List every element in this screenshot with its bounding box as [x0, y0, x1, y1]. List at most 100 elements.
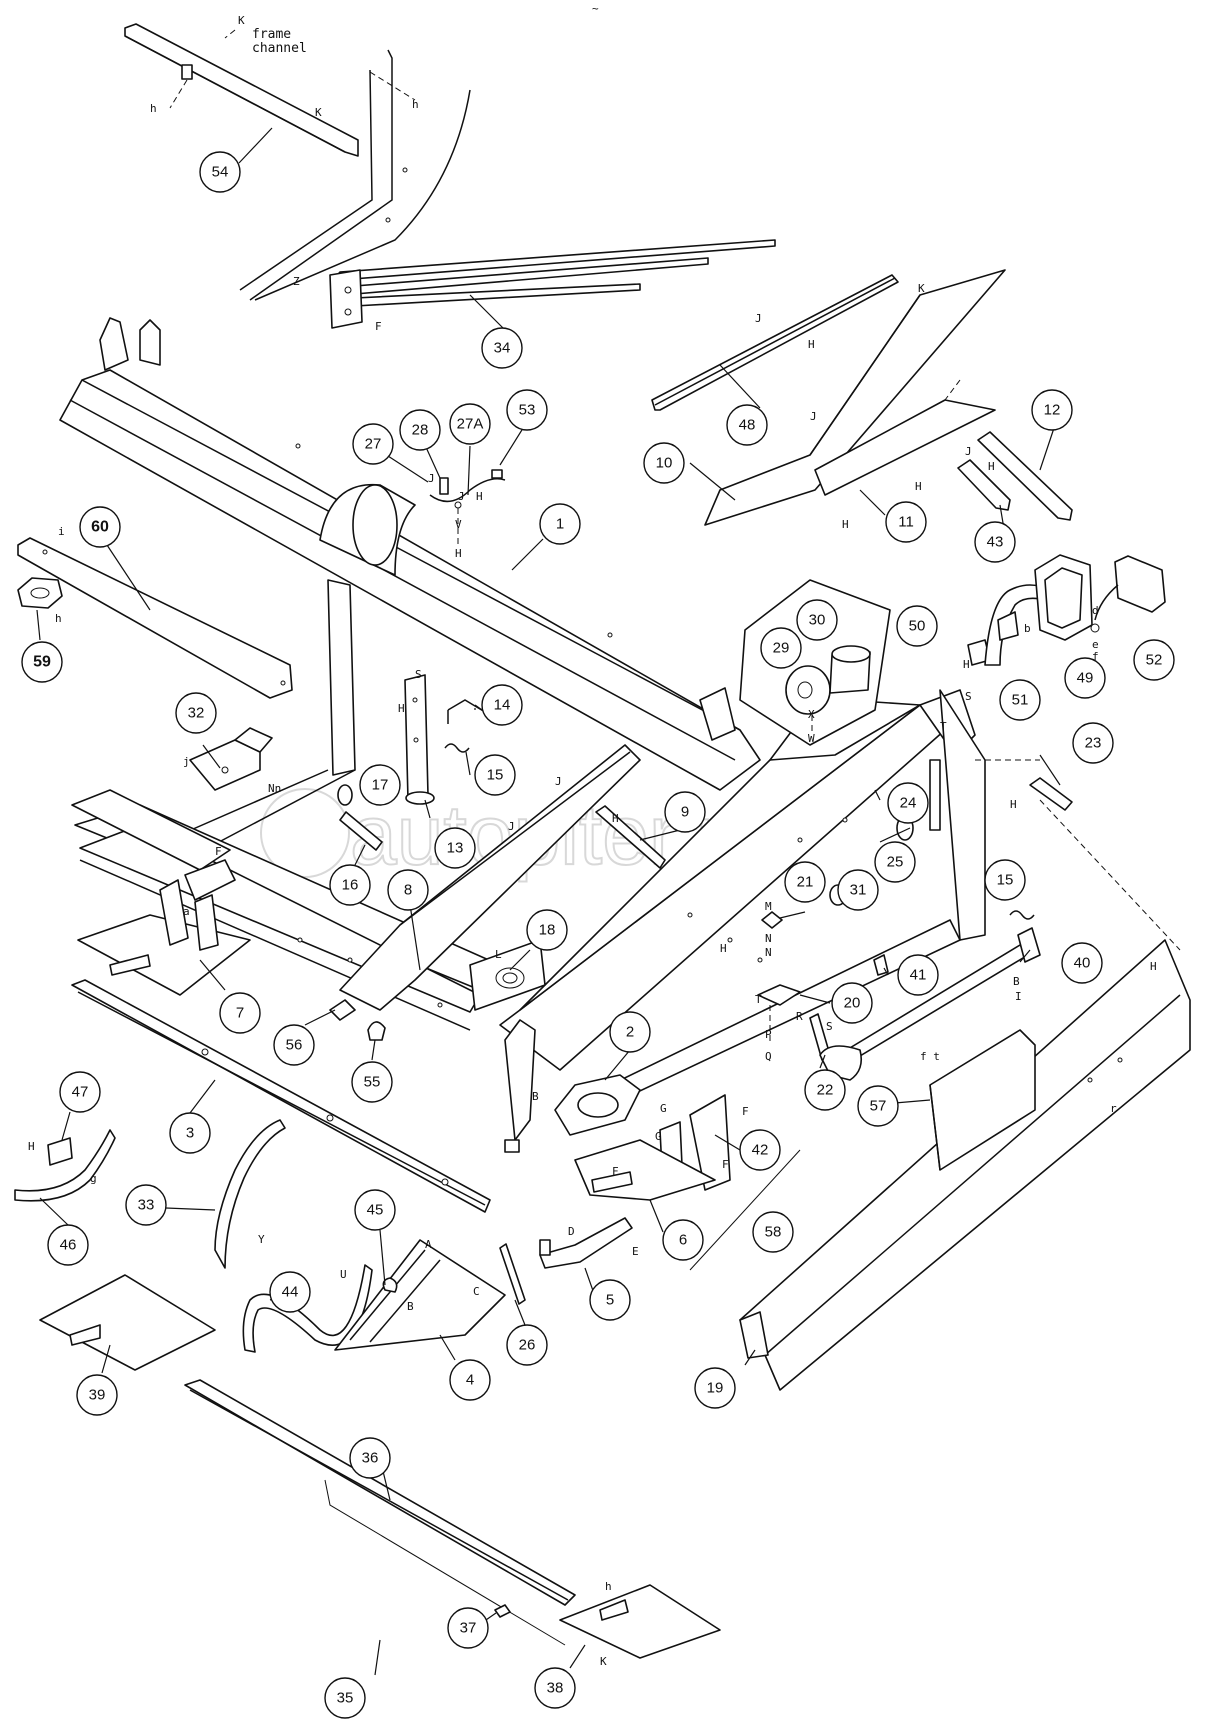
- part-48-channel: [651, 274, 899, 411]
- mark-b-40: B: [1013, 975, 1020, 988]
- svg-text:37: 37: [460, 1620, 477, 1637]
- callout-2: 2: [609, 1011, 651, 1053]
- mark-a-4: A: [425, 1238, 432, 1251]
- svg-text:2: 2: [626, 1024, 634, 1041]
- mark-k: K: [315, 106, 322, 119]
- svg-text:55: 55: [364, 1074, 381, 1091]
- svg-text:12: 12: [1044, 402, 1061, 419]
- svg-text:15: 15: [997, 872, 1014, 889]
- part-2-gearbox: [504, 1019, 641, 1153]
- callout-4: 4: [449, 1359, 491, 1401]
- mark-h-48: H: [808, 338, 815, 351]
- svg-text:31: 31: [850, 882, 867, 899]
- part-10-plate: [704, 269, 1006, 526]
- mark-n2: N: [765, 946, 772, 959]
- callout-1: 1: [539, 503, 581, 545]
- svg-text:1: 1: [556, 516, 564, 533]
- mark-c-4: C: [473, 1285, 480, 1298]
- svg-text:35: 35: [337, 1690, 354, 1707]
- callout-50: 50: [896, 605, 938, 647]
- callout-38: 38: [534, 1667, 576, 1709]
- part-20-bracket: [757, 984, 801, 1045]
- svg-text:14: 14: [494, 697, 511, 714]
- svg-text:40: 40: [1074, 955, 1091, 972]
- mark-q: Q: [765, 1050, 772, 1063]
- mark-p: P: [765, 1028, 772, 1041]
- svg-text:9: 9: [681, 804, 689, 821]
- callout-59: 59: [21, 641, 63, 683]
- callout-21: 21: [784, 861, 826, 903]
- part-15b-clip: [1009, 910, 1035, 920]
- callout-26: 26: [506, 1324, 548, 1366]
- callout-55: 55: [351, 1061, 393, 1103]
- callout-18: 18: [526, 909, 568, 951]
- part-11-plate: [814, 379, 996, 496]
- mark-j-8b: J: [508, 820, 515, 833]
- callout-15: 15: [474, 754, 516, 796]
- part-21-bolt: [761, 911, 783, 929]
- part-9-brace: [595, 805, 666, 869]
- mark-l: L: [495, 948, 502, 961]
- mark-g: g: [90, 1172, 97, 1185]
- mark-b-2: B: [532, 1090, 539, 1103]
- svg-text:46: 46: [60, 1237, 77, 1254]
- mark-m: M: [765, 900, 772, 913]
- frame-channel-54: [124, 23, 359, 157]
- svg-text:50: 50: [909, 618, 926, 635]
- callout-6: 6: [662, 1219, 704, 1261]
- svg-text:20: 20: [844, 995, 861, 1012]
- callout-57: 57: [857, 1085, 899, 1127]
- mark-h-19: H: [1150, 960, 1157, 973]
- mark-h-13: H: [398, 702, 405, 715]
- callout-27: 27: [352, 423, 394, 465]
- callout-24: 24: [887, 782, 929, 824]
- part-12-bracket: [957, 431, 1073, 521]
- callout-39: 39: [76, 1374, 118, 1416]
- callout-11: 11: [885, 501, 927, 543]
- svg-text:45: 45: [367, 1202, 384, 1219]
- mark-u: U: [340, 1268, 347, 1281]
- part-3-rail: [71, 979, 491, 1213]
- callout-16: 16: [329, 864, 371, 906]
- callout-60: 60: [79, 506, 121, 548]
- mark-t-20: T: [755, 993, 762, 1006]
- mark-h-38: h: [605, 1580, 612, 1593]
- part-19-shield: [739, 939, 1191, 1391]
- part-44-hose: [242, 1264, 373, 1353]
- part-23-pin: [1029, 777, 1073, 811]
- mark-j-32: j: [183, 755, 190, 768]
- callout-40: 40: [1061, 942, 1103, 984]
- svg-text:18: 18: [539, 922, 556, 939]
- part-57-panel: [929, 1029, 1036, 1171]
- mark-f-42: F: [742, 1105, 749, 1118]
- mark-h-12: H: [988, 460, 995, 473]
- wire-harness: [429, 469, 506, 545]
- callout-42: 42: [739, 1129, 781, 1171]
- callout-44: 44: [269, 1271, 311, 1313]
- callout-19: 19: [694, 1367, 736, 1409]
- svg-text:6: 6: [679, 1232, 687, 1249]
- mark-k-top: K: [238, 14, 245, 27]
- frame-note-line1: frame: [252, 27, 291, 42]
- mark-ft: f t: [920, 1050, 940, 1063]
- callout-7: 7: [219, 992, 261, 1034]
- mark-b: b: [1024, 622, 1031, 635]
- part-13-jack: [404, 674, 435, 805]
- callout-48: 48: [726, 404, 768, 446]
- mark-s-22: S: [826, 1020, 833, 1033]
- part-4-guard: [334, 1239, 506, 1351]
- mark-h-frame: h: [412, 98, 419, 111]
- part-26-bar: [499, 1243, 526, 1305]
- callout-12: 12: [1031, 389, 1073, 431]
- part-33-hose: [214, 1119, 286, 1269]
- mark-h-21: H: [720, 942, 727, 955]
- part-59-bracket: [17, 577, 63, 609]
- svg-text:10: 10: [656, 455, 673, 472]
- callout-51: 51: [999, 679, 1041, 721]
- svg-text:5: 5: [606, 1292, 614, 1309]
- svg-text:33: 33: [138, 1197, 155, 1214]
- svg-text:7: 7: [236, 1005, 244, 1022]
- callout-23: 23: [1072, 722, 1114, 764]
- callout-32: 32: [175, 692, 217, 734]
- svg-text:15: 15: [487, 767, 504, 784]
